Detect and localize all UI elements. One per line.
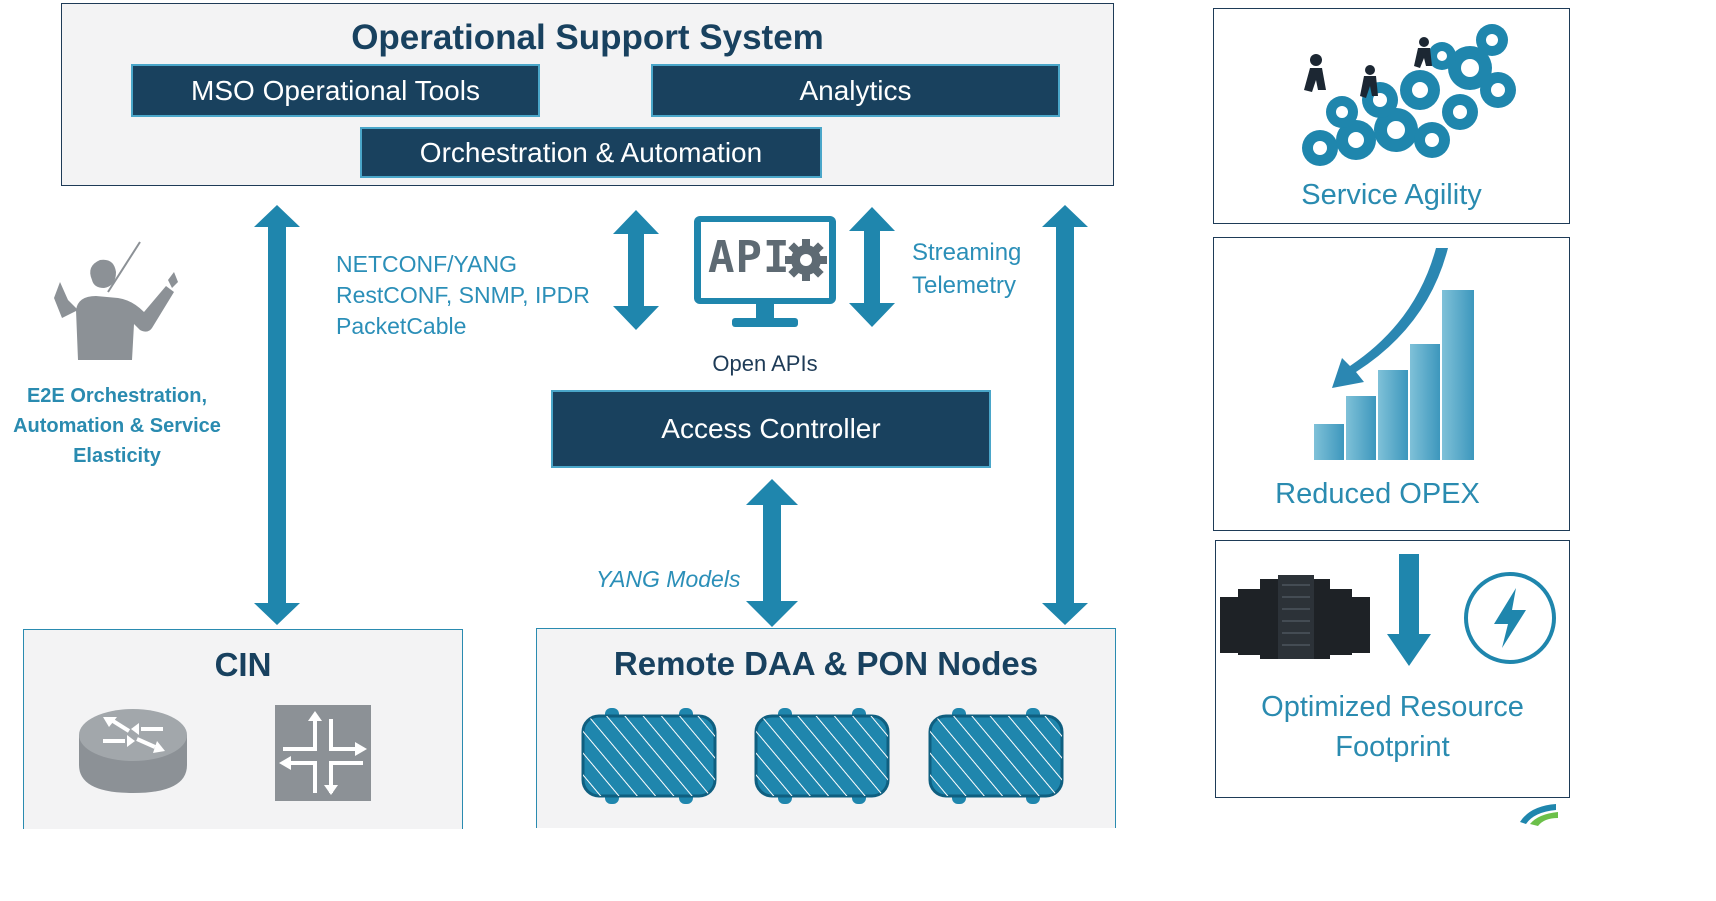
controller-double-arrow — [746, 479, 798, 627]
conductor-icon — [54, 241, 178, 360]
remote-node-icon-2 — [754, 708, 890, 804]
streaming-telemetry-text: Streaming Telemetry — [912, 236, 1021, 302]
cin-double-arrow — [254, 205, 300, 625]
telemetry-double-arrow — [849, 207, 895, 327]
conductor-line3: Elasticity — [73, 445, 161, 467]
protocol-netconf: NETCONF/YANG — [336, 251, 518, 277]
remote-node-icon-3 — [928, 708, 1064, 804]
oss-title: Operational Support System — [351, 18, 824, 57]
conductor-line2: Automation & Service — [13, 415, 221, 437]
optimized-line1: Optimized Resource — [1261, 691, 1524, 723]
conductor-caption: E2E Orchestration, Automation & Service … — [0, 381, 234, 471]
nodes-double-arrow — [1042, 205, 1088, 625]
server-rack-icon — [1220, 575, 1370, 659]
mso-tools-box[interactable]: MSO Operational Tools — [131, 64, 540, 117]
api-icon-text: API — [708, 232, 791, 283]
analytics-box[interactable]: Analytics — [651, 64, 1060, 117]
cin-title: CIN — [214, 646, 272, 683]
optimized-line2: Footprint — [1335, 731, 1450, 763]
remote-nodes-title: Remote DAA & PON Nodes — [613, 645, 1039, 682]
remote-node-icon-1 — [581, 708, 717, 804]
gears-climbing-icon — [1302, 24, 1516, 166]
power-bolt-icon — [1464, 572, 1556, 664]
open-apis-caption: Open APIs — [712, 351, 818, 376]
yang-models-label: YANG Models — [596, 566, 741, 592]
service-agility-label: Service Agility — [1301, 179, 1482, 211]
growth-bars-icon — [1314, 248, 1474, 460]
protocol-packetcable: PacketCable — [336, 313, 467, 339]
switch-icon — [275, 705, 371, 801]
api-monitor-icon: API — [692, 214, 838, 334]
down-arrow-icon — [1387, 554, 1431, 666]
protocol-restconf: RestCONF, SNMP, IPDR — [336, 282, 590, 308]
optimized-resource-label: Optimized Resource Footprint — [1216, 687, 1569, 767]
cin-panel: CIN — [23, 629, 463, 829]
access-controller-box[interactable]: Access Controller — [551, 390, 991, 468]
reduced-opex-label: Reduced OPEX — [1275, 478, 1480, 510]
protocols-text: NETCONF/YANG RestCONF, SNMP, IPDR Packet… — [336, 248, 590, 343]
conductor-line1: E2E Orchestration, — [26, 385, 208, 407]
corner-logo-icon — [1520, 804, 1558, 826]
streaming-line: Streaming — [912, 239, 1022, 266]
router-icon — [79, 709, 187, 793]
telemetry-line: Telemetry — [912, 272, 1017, 299]
orchestration-box[interactable]: Orchestration & Automation — [360, 127, 822, 178]
netconf-double-arrow — [613, 210, 659, 330]
